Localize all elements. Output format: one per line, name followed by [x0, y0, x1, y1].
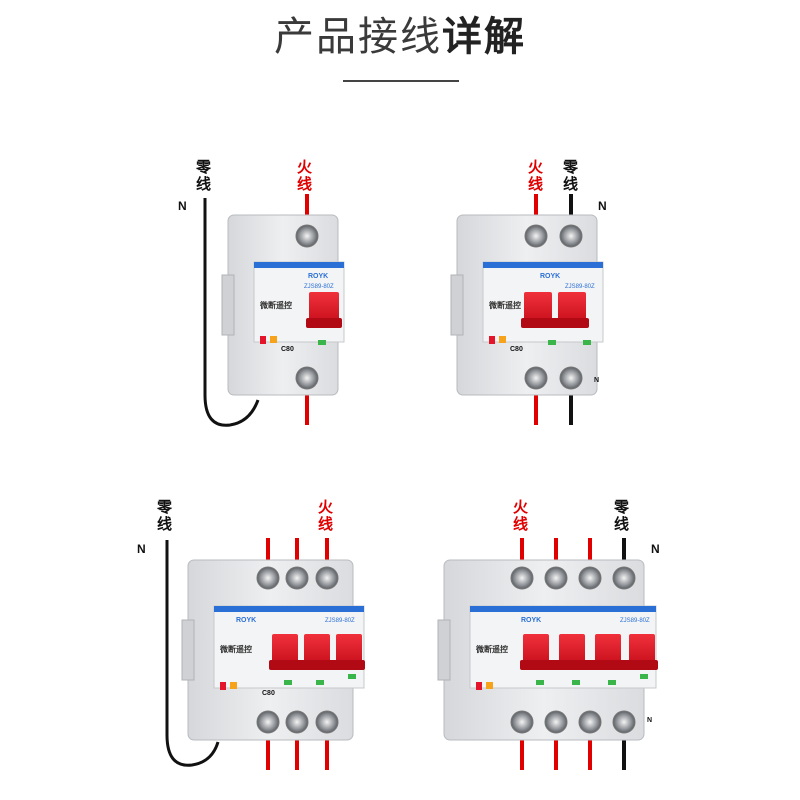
- n-marker: N: [594, 377, 599, 384]
- screw-icon: [295, 366, 319, 390]
- screw-icon: [524, 224, 548, 248]
- diagram-1p: 零线 火线 N ROYK ZJS89-80Z 微断遥控 C80: [178, 158, 345, 427]
- screw-icon: [256, 710, 280, 734]
- handle-red: [523, 634, 549, 668]
- label-char: 火: [513, 498, 529, 516]
- handle-red: [629, 634, 655, 668]
- diagram-3p: 零线 火线 N ROYK ZJS89-80Z 微断遥控 C80: [137, 498, 365, 770]
- screw-icon: [510, 710, 534, 734]
- live-label: 火线: [513, 498, 529, 533]
- label-char: 火: [528, 158, 544, 176]
- handle-red: [336, 634, 362, 668]
- n-letter: N: [598, 199, 607, 213]
- handle-red: [524, 292, 552, 326]
- label-char: 零: [613, 498, 630, 516]
- label-char: 线: [196, 175, 211, 193]
- screw-icon: [315, 710, 339, 734]
- handle-red: [558, 292, 586, 326]
- neutral-wire: [203, 198, 260, 427]
- label-char: 线: [157, 515, 172, 533]
- screw-icon: [544, 710, 568, 734]
- screw-icon: [285, 710, 309, 734]
- screw-icon: [544, 566, 568, 590]
- live-label: 火线: [318, 498, 334, 533]
- n-letter: N: [137, 542, 146, 556]
- brand-text: ROYK: [540, 273, 560, 280]
- label-char: 零: [195, 158, 212, 176]
- brand-text: ROYK: [308, 273, 328, 280]
- neutral-label: 零线: [562, 158, 579, 193]
- label-char: 线: [528, 175, 543, 193]
- screw-icon: [559, 224, 583, 248]
- screw-icon: [285, 566, 309, 590]
- device-name: 微断遥控: [488, 300, 521, 310]
- screw-icon: [559, 366, 583, 390]
- n-letter: N: [651, 542, 660, 556]
- screw-icon: [295, 224, 319, 248]
- label-char: 零: [562, 158, 579, 176]
- handle-red: [595, 634, 621, 668]
- diagram-4p: 火线 零线 N ROYK ZJS89-80Z 微断遥控: [437, 498, 660, 770]
- label-char: 线: [563, 175, 578, 193]
- screw-icon: [578, 710, 602, 734]
- label-char: 线: [614, 515, 629, 533]
- neutral-label: 零线: [195, 158, 212, 193]
- model-text: ZJS89-80Z: [325, 618, 355, 624]
- model-text: ZJS89-80Z: [620, 618, 650, 624]
- device-name: 微断遥控: [475, 644, 508, 654]
- page-title: 产品接线详解: [0, 4, 800, 62]
- label-char: 线: [297, 175, 312, 193]
- screw-icon: [612, 566, 636, 590]
- n-letter: N: [178, 199, 187, 213]
- neutral-wire: [165, 540, 220, 767]
- rating-text: C80: [262, 690, 275, 697]
- title-divider: [343, 80, 459, 82]
- diagram-2p: 火线 零线 N ROYK ZJS89-80Z 微断遥控 C80 N: [450, 158, 607, 425]
- n-marker: N: [647, 717, 652, 724]
- screw-icon: [524, 366, 548, 390]
- handle-red: [309, 292, 339, 326]
- live-label: 火线: [297, 158, 313, 193]
- handle-red: [272, 634, 298, 668]
- model-text: ZJS89-80Z: [304, 284, 334, 290]
- label-char: 火: [297, 158, 313, 176]
- screw-icon: [612, 710, 636, 734]
- screw-icon: [315, 566, 339, 590]
- rating-text: C80: [510, 346, 523, 353]
- title-bold: 详解: [442, 14, 526, 60]
- label-char: 线: [513, 515, 528, 533]
- title-light: 产品接线: [274, 14, 442, 60]
- screw-icon: [510, 566, 534, 590]
- device-name: 微断遥控: [219, 644, 252, 654]
- neutral-label: 零线: [156, 498, 173, 533]
- brand-text: ROYK: [236, 617, 256, 624]
- handle-red: [559, 634, 585, 668]
- rating-text: C80: [281, 346, 294, 353]
- model-text: ZJS89-80Z: [565, 284, 595, 290]
- screw-icon: [256, 566, 280, 590]
- label-char: 零: [156, 498, 173, 516]
- handle-red: [304, 634, 330, 668]
- neutral-label: 零线: [613, 498, 630, 533]
- device-name: 微断遥控: [259, 300, 292, 310]
- live-label: 火线: [528, 158, 544, 193]
- brand-text: ROYK: [521, 617, 541, 624]
- label-char: 火: [318, 498, 334, 516]
- screw-icon: [578, 566, 602, 590]
- label-char: 线: [318, 515, 333, 533]
